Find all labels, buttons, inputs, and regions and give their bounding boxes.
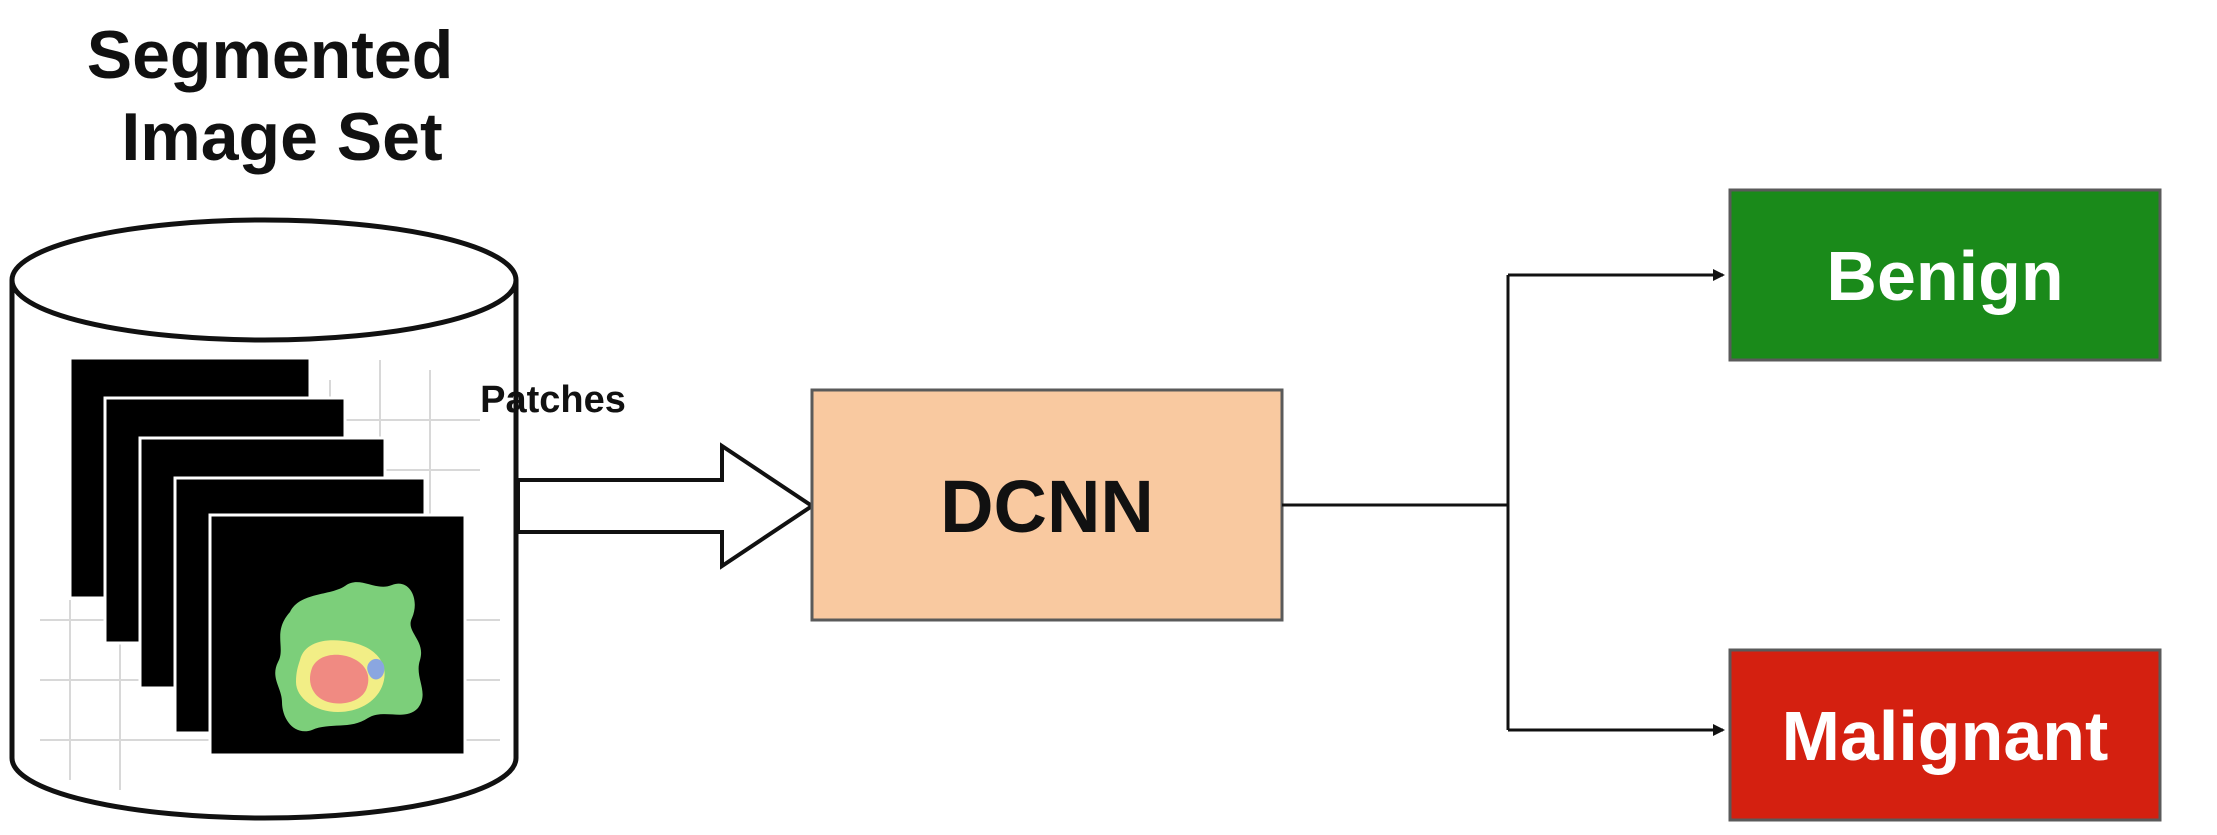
source-title: Segmented Image Set — [87, 17, 454, 175]
dcnn-box: DCNN — [810, 388, 1284, 622]
malignant-label: Malignant — [1782, 697, 2109, 775]
branch-connector — [1282, 269, 1725, 736]
source-title-line2: Image Set — [121, 99, 442, 175]
lesion-segmentation — [275, 582, 423, 732]
segmented-image-stack — [68, 356, 467, 757]
benign-box: Benign — [1728, 188, 2162, 362]
source-title-line1: Segmented — [87, 17, 454, 93]
patches-arrow-icon — [516, 442, 816, 570]
patches-label: Patches — [480, 379, 626, 421]
dcnn-label: DCNN — [940, 465, 1154, 548]
malignant-box: Malignant — [1728, 648, 2162, 822]
benign-label: Benign — [1826, 237, 2063, 315]
